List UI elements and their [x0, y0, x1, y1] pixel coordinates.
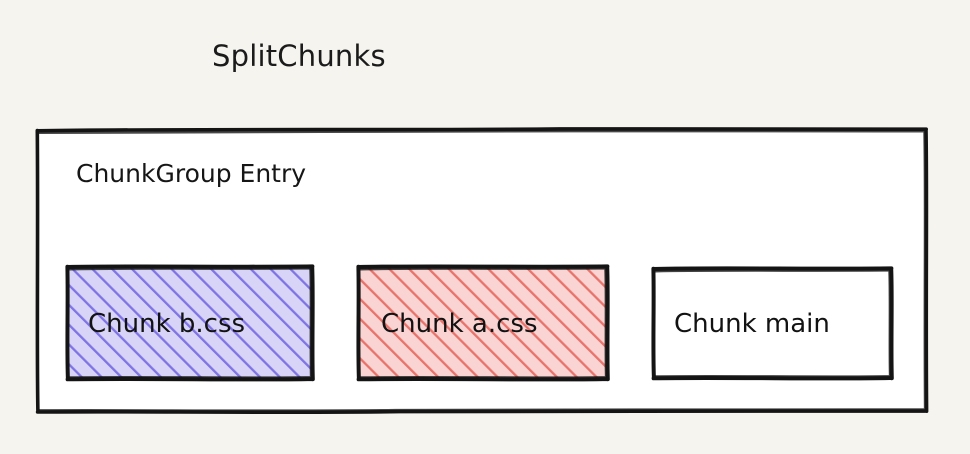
chunk-box-a-css[interactable] — [356, 264, 610, 382]
chunk-label-b-css: Chunk b.css — [88, 309, 246, 339]
chunk-b-css-outline — [65, 264, 315, 382]
page-title: SplitChunks — [212, 39, 386, 73]
chunk-main-outline — [651, 266, 894, 381]
chunkgroup-box-outline-sketch — [37, 129, 926, 412]
chunkgroup-label: ChunkGroup Entry — [76, 159, 307, 188]
chunk-b-css-outline-sketch — [68, 267, 313, 379]
chunk-a-css-outline — [356, 264, 610, 382]
chunk-a-css-fill — [359, 268, 607, 378]
chunk-b-css-fill — [68, 268, 312, 378]
chunk-label-main: Chunk main — [674, 309, 830, 339]
chunk-label-a-css: Chunk a.css — [381, 309, 538, 339]
chunk-main-outline-sketch — [654, 269, 892, 378]
chunkgroup-box-outline — [35, 126, 929, 414]
chunk-box-b-css[interactable] — [65, 264, 315, 382]
chunk-a-css-outline-sketch — [359, 267, 608, 379]
chunk-main-fill — [654, 270, 891, 378]
chunk-box-main[interactable] — [651, 266, 894, 381]
